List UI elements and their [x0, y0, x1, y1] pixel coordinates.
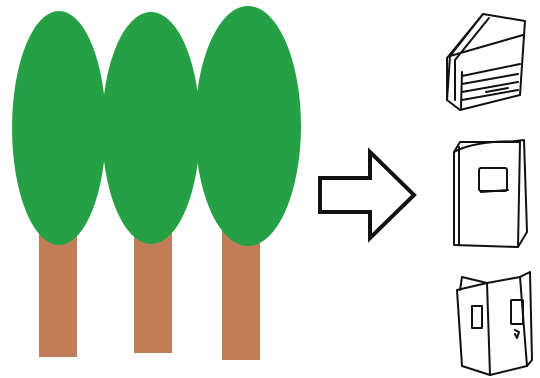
tree-3-canopy — [195, 6, 301, 246]
closed-book-angled-sketch — [446, 13, 526, 111]
tree-1-canopy — [12, 11, 106, 245]
closed-book-front-sketch — [453, 139, 528, 248]
book-icon — [453, 141, 521, 248]
right-arrow-icon — [318, 147, 417, 243]
tree-2-canopy — [102, 12, 200, 244]
open-book-sketch — [456, 271, 533, 376]
tree-group — [12, 6, 301, 360]
